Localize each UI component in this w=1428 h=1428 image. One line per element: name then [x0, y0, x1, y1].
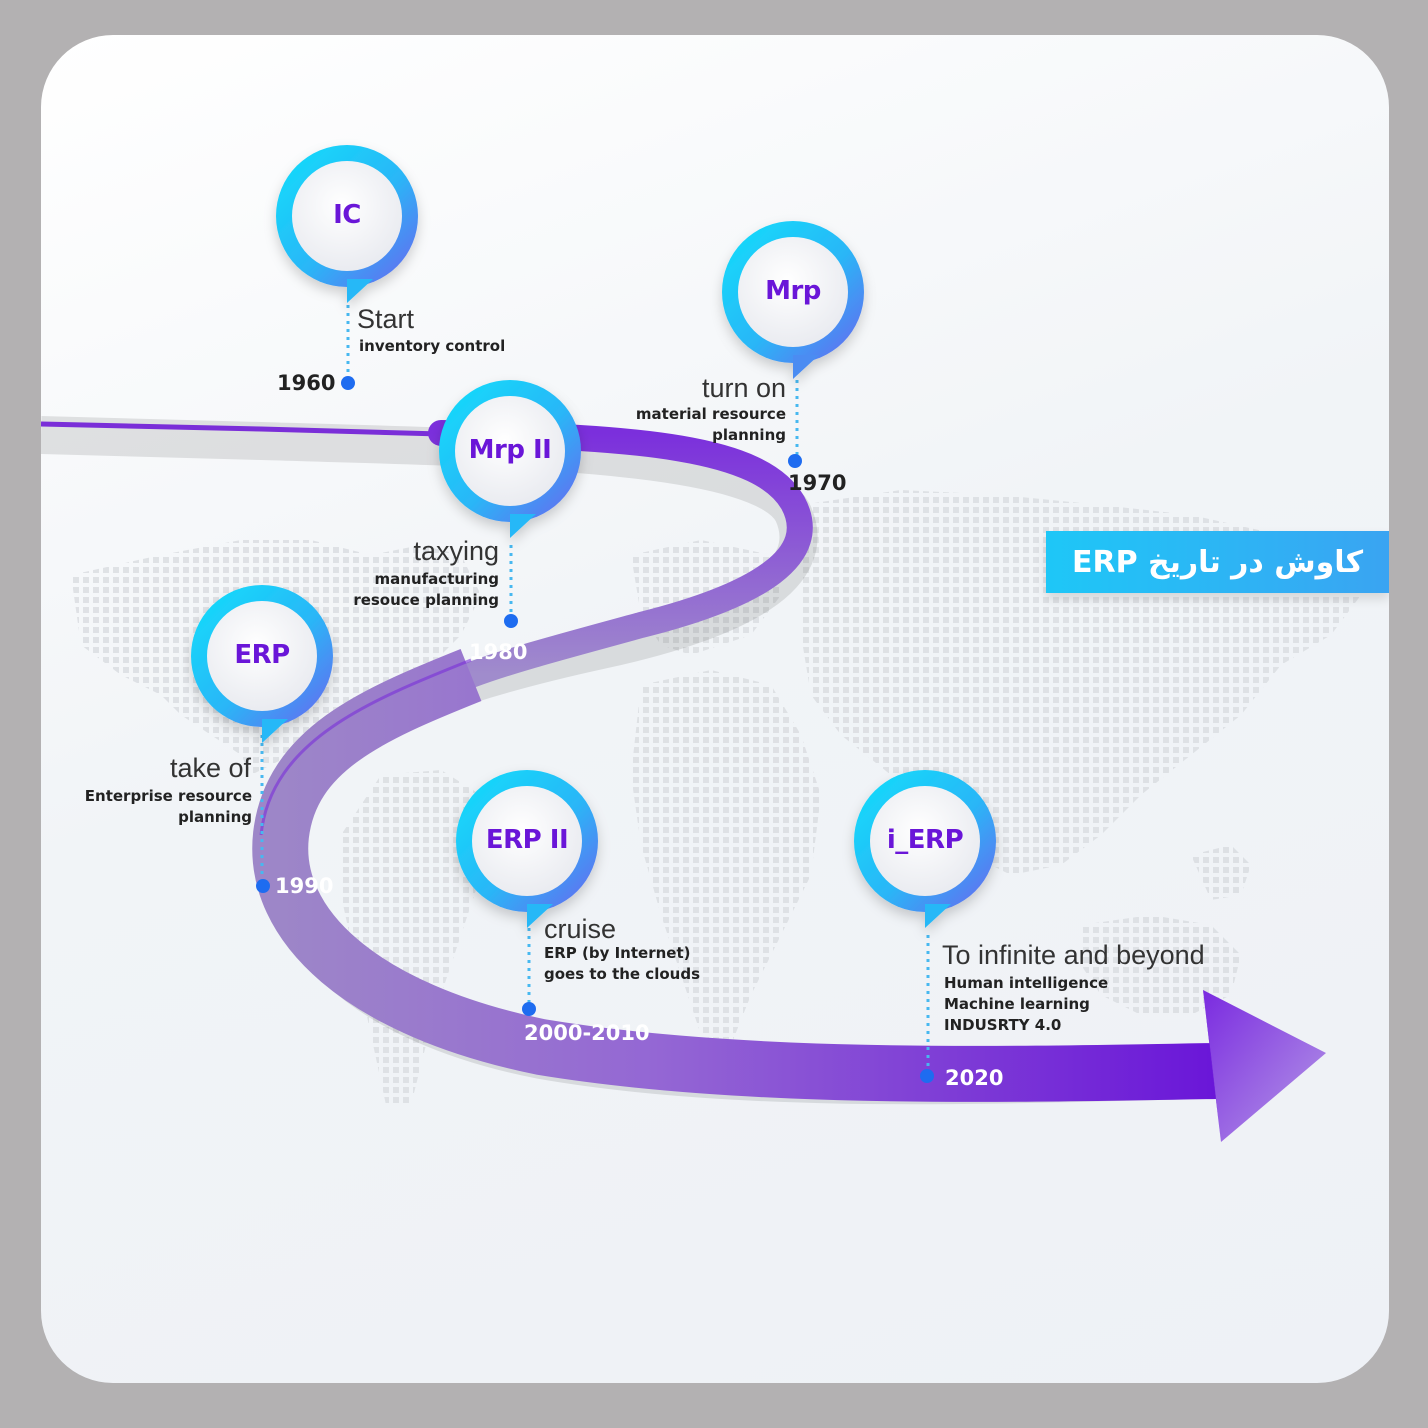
detail-erp-2: planning — [178, 808, 252, 826]
year-1970: 1970 — [788, 471, 847, 495]
road-edge — [259, 658, 472, 836]
year-1960: 1960 — [277, 371, 336, 395]
title-text: کاوش در تاریخ ERP — [1071, 544, 1364, 580]
arrow-head-side — [1203, 990, 1221, 1142]
heading-ic: Start — [357, 304, 415, 334]
pin-label-erp-ii: ERP II — [485, 825, 569, 855]
pin-ic — [276, 145, 418, 303]
pin-mrp — [722, 221, 864, 379]
infographic-card: IC Mrp Mrp II ERP ERP II i_ERP Start inv… — [41, 35, 1389, 1383]
year-2000-2010: 2000-2010 — [524, 1021, 650, 1045]
pin-erp — [191, 585, 333, 743]
connector-lines — [260, 305, 930, 1075]
detail-erp-ii-2: goes to the clouds — [544, 965, 700, 983]
heading-erp-ii: cruise — [544, 914, 617, 944]
pin-label-erp: ERP — [234, 640, 290, 670]
year-2020: 2020 — [945, 1066, 1004, 1090]
detail-erp-1: Enterprise resource — [84, 787, 252, 805]
pin-mrp-ii — [439, 380, 581, 538]
detail-mrp-ii-2: resouce planning — [353, 591, 499, 609]
detail-i-erp-1: Human intelligence — [944, 974, 1109, 992]
pin-i-erp — [854, 770, 996, 928]
year-1990: 1990 — [275, 874, 334, 898]
detail-ic-1: inventory control — [359, 337, 506, 355]
detail-erp-ii-1: ERP (by Internet) — [544, 944, 691, 962]
pin-label-mrp: Mrp — [765, 276, 821, 306]
detail-mrp-2: planning — [712, 426, 786, 444]
pin-label-i-erp: i_ERP — [886, 825, 964, 855]
road-upper — [428, 420, 813, 688]
heading-i-erp: To infinite and beyond — [942, 940, 1205, 970]
detail-mrp-ii-1: manufacturing — [374, 570, 499, 588]
pin-label-mrp-ii: Mrp II — [468, 435, 552, 465]
heading-erp: take of — [169, 753, 251, 783]
year-dots — [256, 376, 934, 1083]
heading-mrp-ii: taxying — [413, 536, 499, 566]
road-main — [252, 649, 1217, 1102]
pin-erp-ii — [456, 770, 598, 928]
detail-mrp-1: material resource — [635, 405, 786, 423]
pin-label-ic: IC — [333, 200, 361, 230]
arrow-head — [1203, 990, 1326, 1142]
title-banner: کاوش در تاریخ ERP — [1046, 531, 1389, 593]
timeline-scene — [41, 145, 1361, 1142]
year-1980: 1980 — [469, 640, 528, 664]
detail-i-erp-2: Machine learning — [944, 995, 1090, 1013]
detail-i-erp-3: INDUSRTY 4.0 — [944, 1016, 1062, 1034]
heading-mrp: turn on — [701, 373, 786, 403]
